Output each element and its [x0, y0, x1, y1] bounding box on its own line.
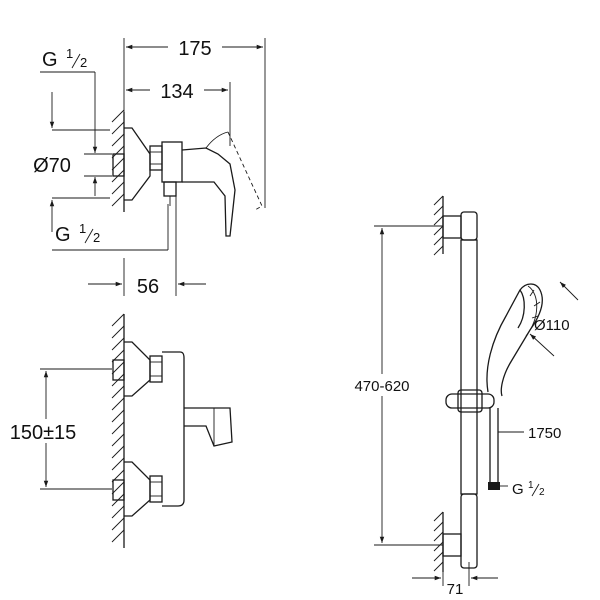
dim-175: 175 — [123, 36, 266, 208]
svg-text:G: G — [55, 224, 71, 246]
thread-label-hose: G 1 2 — [500, 480, 545, 498]
dim-470-label: 470-620 — [354, 378, 409, 395]
dim-150-label: 150±15 — [10, 422, 77, 444]
thread-label-bottom: G 1 2 — [52, 204, 169, 251]
shower-rail-set — [433, 195, 544, 572]
svg-text:G: G — [42, 49, 58, 71]
svg-text:2: 2 — [539, 487, 545, 498]
dim-dia70-label: Ø70 — [33, 155, 71, 177]
mixer-side-view — [111, 109, 263, 237]
dim-56: 56 — [88, 196, 206, 298]
dim-470: 470-620 — [345, 225, 443, 546]
svg-text:1: 1 — [528, 480, 534, 491]
dim-56-label: 56 — [137, 276, 159, 298]
dim-dia110: Ø110 — [529, 281, 579, 357]
dim-dia70: Ø70 — [24, 92, 112, 232]
dim-134-label: 134 — [160, 81, 193, 103]
svg-text:1: 1 — [66, 46, 73, 61]
dim-71-label: 71 — [447, 581, 464, 598]
wall-hatching-bottom — [111, 313, 125, 543]
dim-134: 134 — [126, 78, 231, 146]
svg-text:1: 1 — [79, 221, 86, 236]
dim-1750-label: 1750 — [528, 425, 561, 442]
svg-text:G: G — [512, 481, 524, 498]
svg-text:2: 2 — [80, 55, 87, 70]
dim-71: 71 — [412, 562, 498, 598]
dim-dia110-label: Ø110 — [534, 317, 570, 334]
svg-text:2: 2 — [93, 230, 100, 245]
wall-hatching-top — [111, 109, 125, 207]
dim-150: 150±15 — [0, 368, 112, 490]
dim-175-label: 175 — [178, 38, 211, 60]
thread-label-top: G 1 2 — [40, 46, 96, 148]
dim-1750: 1750 — [498, 425, 561, 442]
mixer-front-view — [111, 313, 233, 548]
